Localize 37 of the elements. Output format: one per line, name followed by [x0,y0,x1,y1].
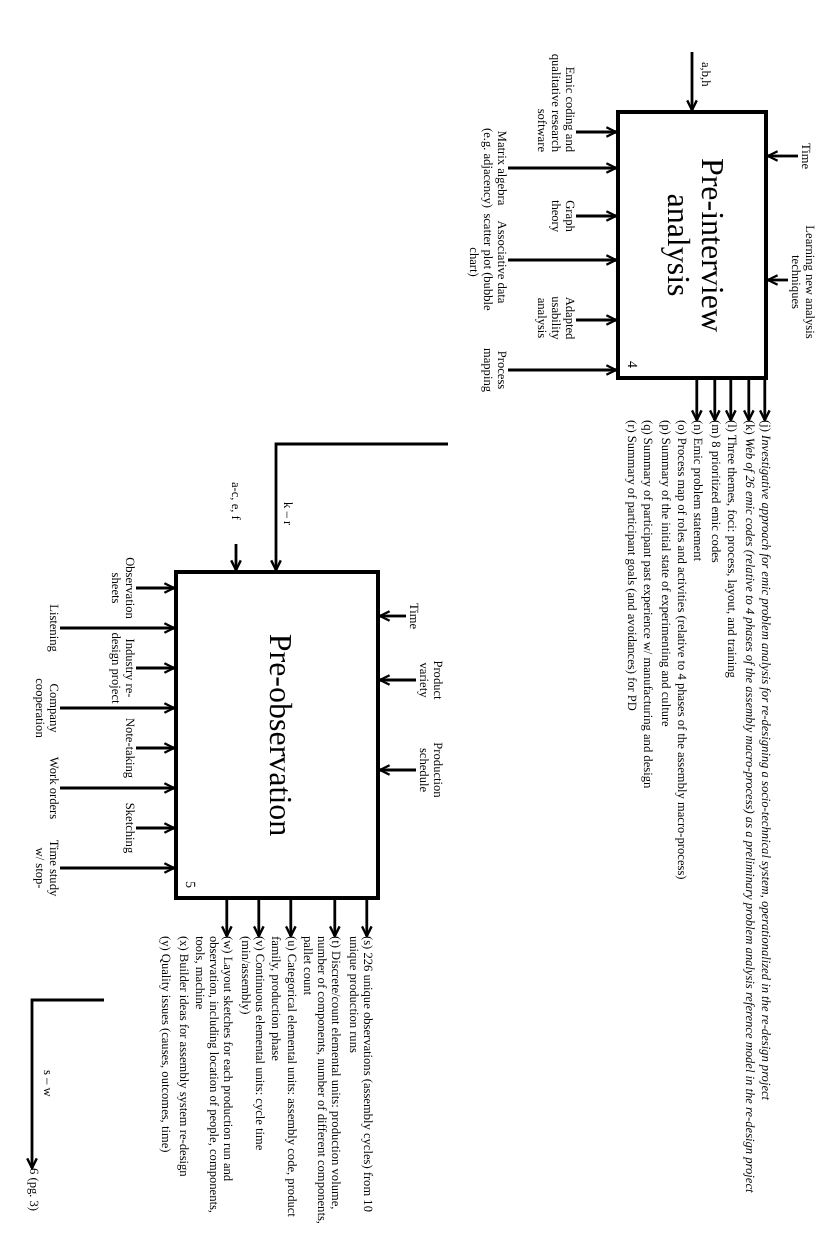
arrow [708,380,721,422]
arrow [360,900,373,938]
arrow [576,314,618,326]
arrow [328,900,341,938]
arrow [136,582,176,594]
arrow [136,822,176,834]
arrow [378,764,416,776]
arrow [758,380,771,422]
arrow [26,998,104,1170]
arrow [60,782,176,794]
arrow [686,52,698,112]
arrow [378,610,406,622]
process-title: Pre-interview analysis [658,155,726,337]
arrow [60,862,176,874]
arrow [508,364,618,376]
process-box [616,110,768,380]
arrow [136,742,176,754]
arrow [284,900,297,938]
arrow [220,900,233,938]
arrow [60,702,176,714]
arrow [60,622,176,634]
arrow [576,210,618,222]
arrow [136,662,176,674]
process-box [174,570,380,900]
arrow [508,162,618,174]
arrow [252,900,265,938]
arrow [742,380,755,422]
arrow [690,380,703,422]
arrow [724,380,737,422]
arrow [576,126,618,138]
arrow [766,274,788,286]
arrow [378,674,416,686]
arrow [766,150,798,162]
arrow [508,254,618,266]
arrow [230,544,242,572]
process-title: Pre-observation [260,633,294,837]
arrow [270,442,448,572]
